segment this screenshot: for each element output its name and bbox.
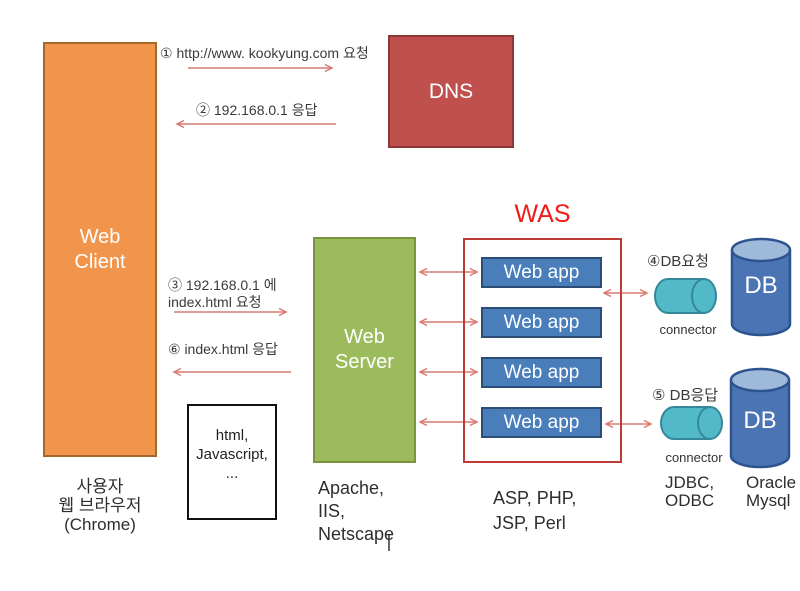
caption-jsp-perl: JSP, Perl	[493, 513, 566, 533]
static-files-line3: ...	[225, 465, 239, 482]
caption-mysql: Mysql	[746, 491, 791, 510]
web-server-label-line1: Web	[344, 326, 385, 348]
flow-step4-label: ④DB요청	[647, 253, 709, 270]
caption-asp-php: ASP, PHP,	[493, 488, 577, 508]
oracle-caption: Oracle Mysql	[746, 474, 796, 510]
db-cylinder-bottom	[729, 367, 791, 469]
web-server-box: Web Server	[313, 237, 416, 463]
web-client-box: Web Client	[43, 42, 157, 457]
caption-browser: 웹 브라우저	[58, 496, 142, 515]
web-server-caption: Apache, IIS, Netscape	[318, 477, 394, 546]
web-client-label-line2: Client	[74, 250, 126, 273]
caption-odbc: ODBC	[665, 491, 715, 510]
dns-box: DNS	[388, 35, 514, 148]
connector-cylinder-bottom	[660, 406, 723, 440]
was-title: WAS	[514, 200, 571, 228]
db-bottom-label: DB	[743, 407, 777, 434]
connector-bottom-label: connector	[665, 450, 723, 465]
webapp-box-3: Web app	[481, 357, 602, 388]
webapp-label-3: Web app	[503, 361, 580, 383]
db-cylinder-top	[730, 237, 792, 337]
flow-step6-label: ⑥ index.html 응답	[168, 341, 278, 357]
flow-step2-label: ② 192.168.0.1 응답	[196, 102, 318, 118]
caption-oracle: Oracle	[746, 473, 797, 492]
connector-top-label: connector	[659, 322, 717, 337]
static-files-line1: html,	[215, 427, 249, 444]
caption-apache: Apache,	[318, 478, 385, 498]
flow-step5-label: ⑤ DB응답	[652, 387, 719, 404]
flow-step1-label: ① http://www. kookyung.com 요청	[160, 45, 369, 61]
web-server-label-line2: Server	[335, 351, 394, 373]
flow-step3-line1: ③ 192.168.0.1 에	[168, 277, 277, 293]
webapp-label-4: Web app	[503, 411, 580, 433]
db-top-label: DB	[744, 272, 778, 299]
webapp-box-1: Web app	[481, 257, 602, 288]
webapp-label-1: Web app	[503, 261, 580, 283]
connector-cylinder-top	[654, 278, 717, 314]
was-box	[463, 238, 622, 463]
webapp-box-2: Web app	[481, 307, 602, 338]
caption-chrome: (Chrome)	[64, 515, 136, 534]
static-files-box: html, Javascript, ...	[187, 404, 277, 520]
was-caption: ASP, PHP, JSP, Perl	[493, 486, 576, 536]
flow-step3-label: ③ 192.168.0.1 에 index.html 요청	[168, 277, 277, 311]
webapp-box-4: Web app	[481, 407, 602, 438]
caption-user: 사용자	[76, 477, 124, 496]
web-client-label-line1: Web	[79, 225, 121, 248]
jdbc-caption: JDBC, ODBC	[665, 474, 714, 510]
caption-iis: IIS,	[318, 501, 346, 521]
flow-step3-line2: index.html 요청	[168, 294, 262, 310]
web-client-caption: 사용자 웹 브라우저 (Chrome)	[30, 477, 170, 534]
caption-netscape: Netscape	[318, 524, 395, 544]
webapp-label-2: Web app	[503, 311, 580, 333]
caption-jdbc: JDBC,	[665, 473, 715, 492]
static-files-line2: Javascript,	[196, 446, 268, 463]
dns-label: DNS	[428, 79, 474, 103]
